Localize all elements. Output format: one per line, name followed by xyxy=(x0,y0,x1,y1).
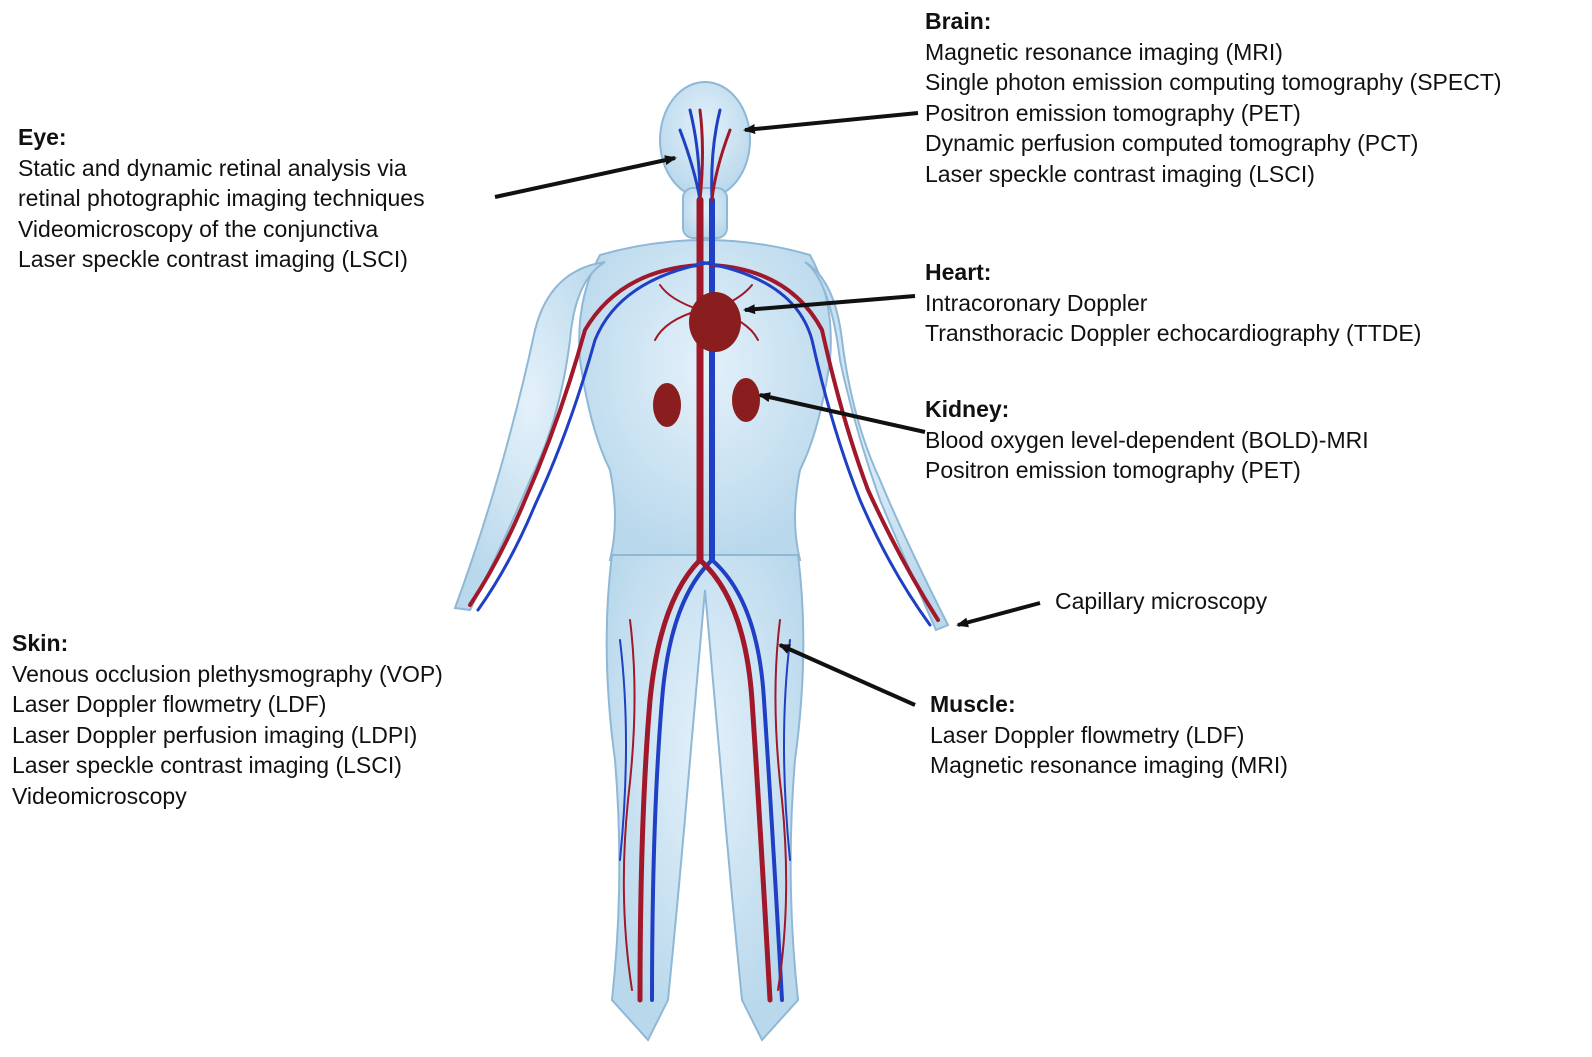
skin-method: Venous occlusion plethysmography (VOP) xyxy=(12,659,443,690)
muscle-method: Laser Doppler flowmetry (LDF) xyxy=(930,720,1288,751)
muscle-heading: Muscle: xyxy=(930,689,1288,720)
skin-label: Skin: Venous occlusion plethysmography (… xyxy=(12,628,443,811)
kidney-heading: Kidney: xyxy=(925,394,1369,425)
heart-method: Intracoronary Doppler xyxy=(925,288,1421,319)
eye-arrow xyxy=(495,158,675,197)
skin-heading: Skin: xyxy=(12,628,443,659)
muscle-label: Muscle: Laser Doppler flowmetry (LDF) Ma… xyxy=(930,689,1288,781)
eye-method: Laser speckle contrast imaging (LSCI) xyxy=(18,244,425,275)
capillary-method: Capillary microscopy xyxy=(1055,586,1267,617)
eye-heading: Eye: xyxy=(18,122,425,153)
capillary-label: Capillary microscopy xyxy=(1055,586,1267,617)
skin-method: Laser Doppler flowmetry (LDF) xyxy=(12,689,443,720)
kidney-label: Kidney: Blood oxygen level-dependent (BO… xyxy=(925,394,1369,486)
brain-method: Positron emission tomography (PET) xyxy=(925,98,1502,129)
brain-method: Magnetic resonance imaging (MRI) xyxy=(925,37,1502,68)
brain-method: Single photon emission computing tomogra… xyxy=(925,67,1502,98)
heart-heading: Heart: xyxy=(925,257,1421,288)
right-kidney-organ xyxy=(732,378,760,422)
heart-organ xyxy=(689,292,741,352)
brain-method: Dynamic perfusion computed tomography (P… xyxy=(925,128,1502,159)
muscle-method: Magnetic resonance imaging (MRI) xyxy=(930,750,1288,781)
kidney-method: Positron emission tomography (PET) xyxy=(925,455,1369,486)
left-kidney-organ xyxy=(653,383,681,427)
eye-method: Static and dynamic retinal analysis via xyxy=(18,153,425,184)
capillary-arrow xyxy=(958,603,1040,625)
heart-method: Transthoracic Doppler echocardiography (… xyxy=(925,318,1421,349)
brain-method: Laser speckle contrast imaging (LSCI) xyxy=(925,159,1502,190)
heart-label: Heart: Intracoronary Doppler Transthorac… xyxy=(925,257,1421,349)
skin-method: Videomicroscopy xyxy=(12,781,443,812)
skin-method: Laser Doppler perfusion imaging (LDPI) xyxy=(12,720,443,751)
skin-method: Laser speckle contrast imaging (LSCI) xyxy=(12,750,443,781)
eye-method: Videomicroscopy of the conjunctiva xyxy=(18,214,425,245)
brain-label: Brain: Magnetic resonance imaging (MRI) … xyxy=(925,6,1502,189)
kidney-method: Blood oxygen level-dependent (BOLD)-MRI xyxy=(925,425,1369,456)
eye-label: Eye: Static and dynamic retinal analysis… xyxy=(18,122,425,275)
brain-arrow xyxy=(745,113,918,130)
brain-heading: Brain: xyxy=(925,6,1502,37)
eye-method: retinal photographic imaging techniques xyxy=(18,183,425,214)
